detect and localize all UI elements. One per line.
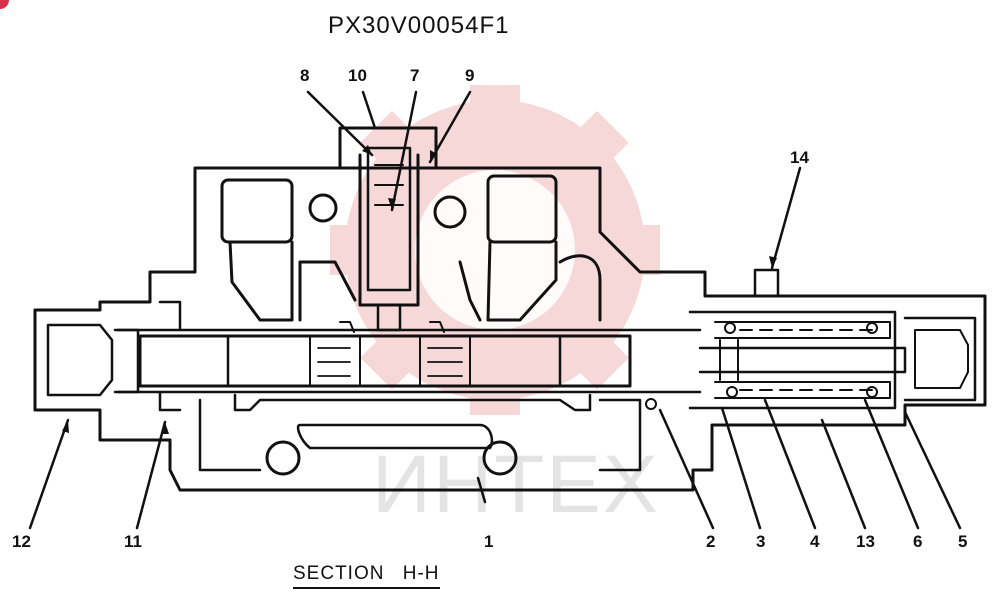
section-id: H-H bbox=[402, 563, 440, 584]
lower-left-port-circle bbox=[265, 440, 301, 476]
leader-arrowheads bbox=[62, 145, 777, 434]
top-cap bbox=[338, 126, 438, 170]
section-caption: SECTION H-H bbox=[293, 563, 440, 589]
part-label-13: 13 bbox=[856, 532, 875, 551]
section-word: SECTION bbox=[293, 563, 385, 584]
part-label-4: 4 bbox=[810, 532, 820, 551]
left-chamber bbox=[220, 178, 294, 244]
spring-rod bbox=[698, 346, 907, 374]
part-label-6: 6 bbox=[913, 532, 923, 551]
part-label-2: 2 bbox=[706, 532, 716, 551]
valve-body-outline bbox=[33, 166, 987, 492]
right-chamber bbox=[486, 174, 558, 244]
spring-housing bbox=[688, 310, 897, 410]
part-label-8: 8 bbox=[300, 66, 310, 85]
part-label-14: 14 bbox=[790, 148, 809, 167]
right-end-plug bbox=[903, 316, 977, 402]
lower-right-port-circle bbox=[482, 440, 518, 476]
part-label-9: 9 bbox=[465, 66, 475, 85]
right-port-circle bbox=[433, 195, 467, 229]
part-label-7: 7 bbox=[410, 66, 420, 85]
lower-chamber bbox=[233, 393, 592, 412]
leader-lines bbox=[28, 90, 962, 530]
spool bbox=[138, 334, 632, 388]
corner-badge-icon bbox=[0, 0, 9, 9]
part-label-3: 3 bbox=[756, 532, 766, 551]
part-label-1: 1 bbox=[484, 532, 494, 551]
spool-bore bbox=[113, 328, 702, 394]
drawing-code: PX30V00054F1 bbox=[328, 12, 510, 39]
part-label-10: 10 bbox=[348, 66, 367, 85]
part-label-12: 12 bbox=[12, 532, 31, 551]
left-port-circle bbox=[308, 193, 338, 223]
bolt-14 bbox=[753, 268, 780, 298]
part-label-5: 5 bbox=[958, 532, 968, 551]
left-end-cap bbox=[46, 323, 114, 397]
part-label-11: 11 bbox=[124, 532, 142, 551]
